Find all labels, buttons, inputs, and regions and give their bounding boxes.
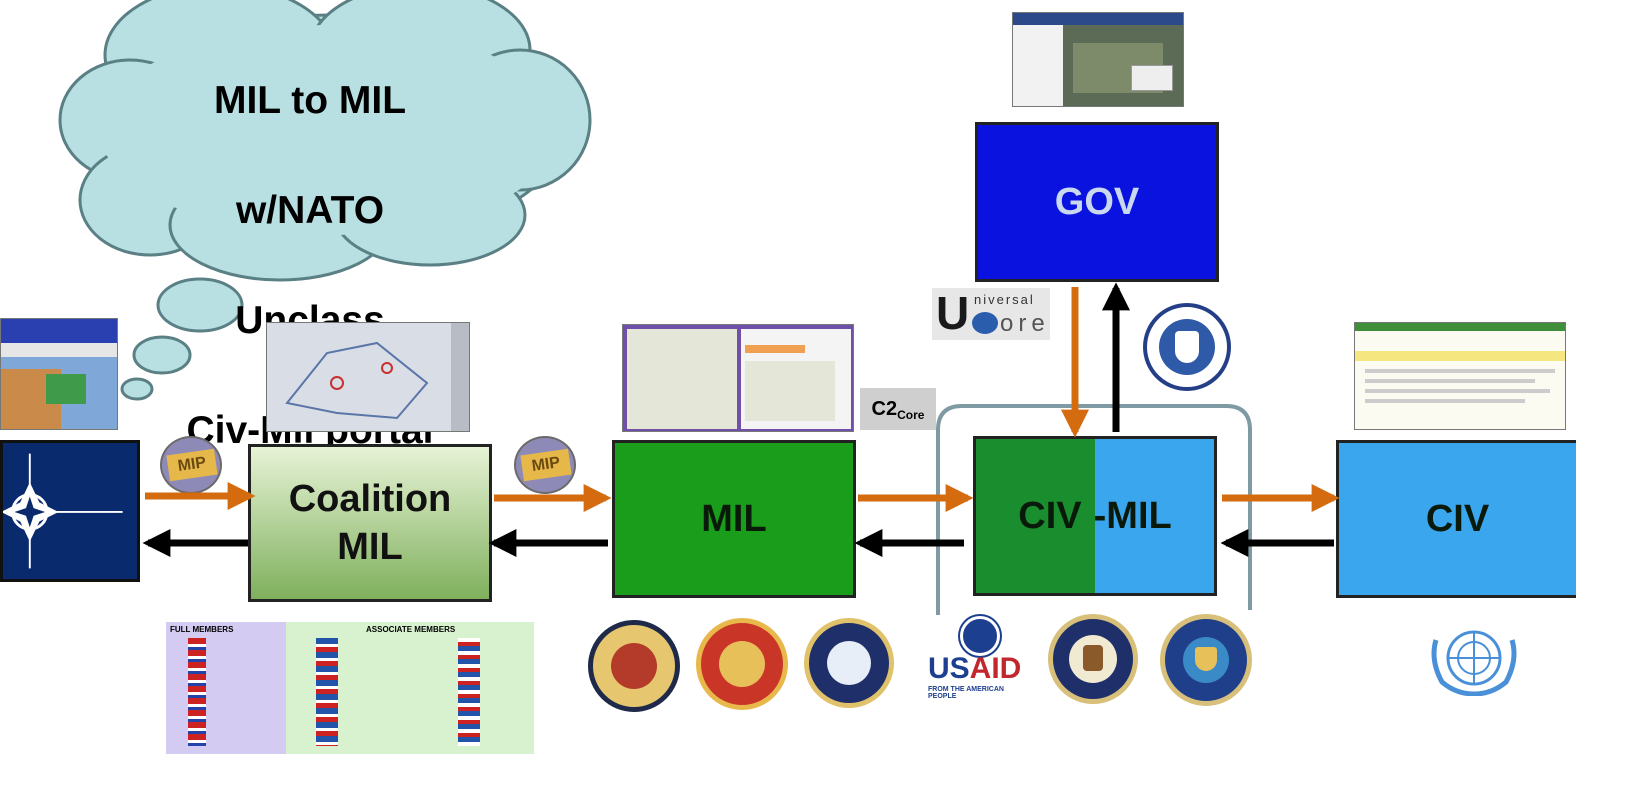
cloud-line: w/NATO (235, 189, 385, 232)
state-department-seal-icon (1048, 614, 1138, 704)
civ-mil-node: CIV -MIL (973, 436, 1217, 596)
cloud-line: MIL to MIL (213, 79, 407, 122)
member-table: FULL MEMBERS ASSOCIATE MEMBERS (166, 622, 534, 754)
associate-members-title: ASSOCIATE MEMBERS (366, 625, 456, 634)
usaid-logo: USAID FROM THE AMERICAN PEOPLE (926, 616, 1030, 700)
dhs-seal-icon (1143, 303, 1231, 391)
civ-node: CIV (1336, 440, 1576, 598)
mil-node: MIL (612, 440, 856, 598)
gov-node: GOV (975, 122, 1219, 282)
mip-right-icon: MIP (514, 436, 576, 494)
thought-cloud (58, 0, 592, 401)
portal-map-thumbnail (0, 318, 118, 430)
c2core-sub: Core (897, 408, 925, 422)
globe-icon (972, 312, 998, 334)
cloud-caption: MIL to MIL w/NATO Unclass Civ-Mil portal (150, 18, 470, 513)
full-members-title: FULL MEMBERS (170, 625, 234, 634)
ucore-u: U (936, 287, 970, 339)
usaid-tagline: FROM THE AMERICAN PEOPLE (928, 686, 1004, 700)
army-seal-icon (588, 620, 680, 712)
united-nations-emblem-icon (1426, 620, 1522, 697)
gov-map-thumbnail (1012, 12, 1184, 107)
gov-label: GOV (1054, 180, 1140, 223)
ucore-top: niversal (974, 292, 1035, 307)
coalition-map-thumbnail (266, 322, 470, 432)
civ-mil-label-right: -MIL (1093, 494, 1172, 537)
civ-mil-bracket (936, 404, 1252, 615)
civ-mil-label-left: CIV (1018, 494, 1082, 537)
usaid-wordmark: USAID (928, 652, 1022, 685)
mil-map-thumbnail (622, 324, 854, 432)
nato-compass-icon (3, 453, 123, 569)
ucore-bottom: ore (1000, 310, 1050, 337)
marine-corps-seal-icon (696, 618, 788, 710)
nato-node (0, 440, 140, 582)
navy-seal-icon (804, 618, 894, 708)
defense-department-seal-icon (1160, 614, 1252, 706)
c2core-main: C2 (871, 397, 898, 420)
civ-portal-thumbnail (1354, 322, 1566, 430)
universal-core-logo: U niversal ore (932, 288, 1050, 340)
civ-label: CIV (1425, 497, 1490, 540)
coalition-mil-label: Coalition MIL (288, 478, 452, 568)
coalition-mil-node: Coalition MIL (248, 444, 492, 602)
mil-label: MIL (701, 497, 767, 540)
